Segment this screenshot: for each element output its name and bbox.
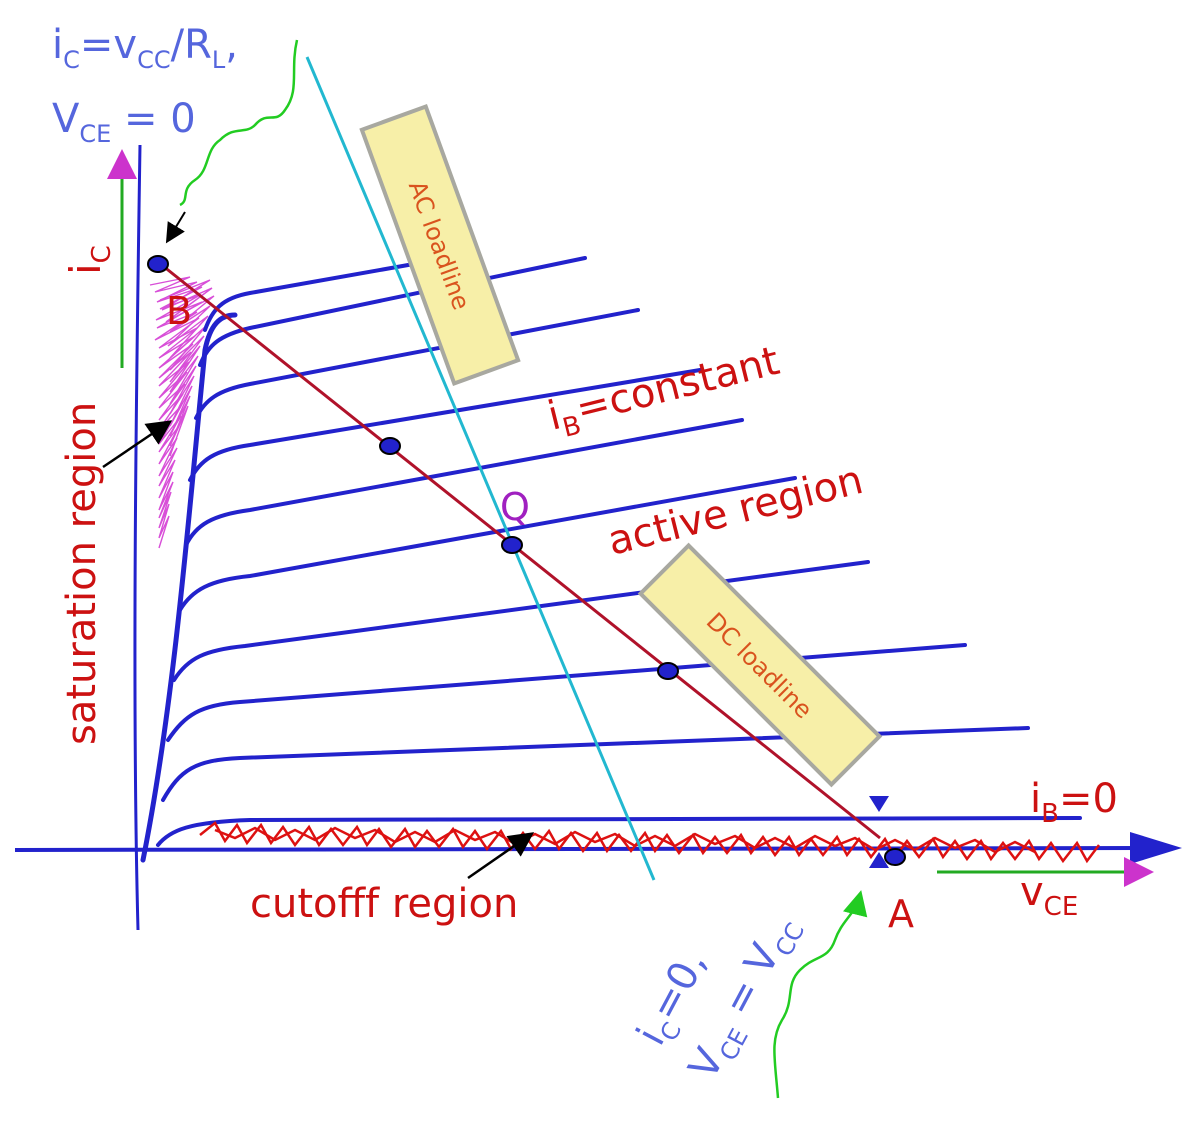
top-vcc-sub: CC bbox=[137, 46, 171, 74]
top-vce-v: V bbox=[52, 96, 80, 142]
ib-curve-2 bbox=[161, 726, 1030, 802]
bottom-cutoff-condition-label: iC=0, VCE = VCC bbox=[628, 918, 810, 1086]
top-pointer-squiggle bbox=[179, 39, 299, 207]
cutoff-scribble bbox=[199, 821, 1100, 864]
vcc-tick-markers bbox=[869, 796, 889, 868]
point-upper-marker bbox=[379, 437, 401, 455]
point-B-marker bbox=[147, 255, 169, 273]
point-Q-label: Q bbox=[500, 485, 530, 529]
top-vce-sub: CE bbox=[79, 120, 111, 148]
dc-loadline-label-box: DC loadline bbox=[637, 542, 883, 788]
top-saturation-condition-label: iC=vCC/RL, VCE = 0 bbox=[52, 22, 238, 148]
svg-text:VCE = 0: VCE = 0 bbox=[52, 96, 196, 148]
saturation-region-label: saturation region bbox=[59, 402, 105, 745]
top-comma: , bbox=[225, 22, 238, 68]
ib-curve-6 bbox=[184, 418, 744, 547]
ib-curve-9 bbox=[198, 256, 587, 367]
ib-curve-1 bbox=[156, 816, 1082, 847]
saturation-scribble bbox=[149, 276, 215, 549]
point-A-label: A bbox=[888, 892, 914, 936]
ib-curve-3 bbox=[166, 643, 967, 742]
point-B-label: B bbox=[166, 289, 192, 333]
vce-axis-label: vCE bbox=[1020, 869, 1078, 922]
saturation-edge bbox=[140, 312, 238, 863]
active-region-label: active region bbox=[603, 457, 867, 565]
operating-points bbox=[147, 255, 906, 866]
x-axis-arrowhead bbox=[1130, 832, 1182, 864]
point-Q-marker bbox=[501, 536, 523, 554]
cutoff-pointer-arrow bbox=[467, 832, 535, 880]
top-ic-eq: =v bbox=[80, 22, 137, 68]
ib-curves bbox=[140, 256, 1082, 863]
top-ic-i: i bbox=[52, 22, 63, 68]
ib-curve-10 bbox=[203, 260, 427, 332]
svg-text:iC=vCC/RL,: iC=vCC/RL, bbox=[52, 22, 238, 74]
ib-curve-4 bbox=[172, 560, 870, 682]
ic-axis-label: iC bbox=[61, 245, 117, 275]
saturation-pointer-arrow bbox=[102, 420, 173, 469]
top-rl-sub: L bbox=[212, 46, 226, 74]
ib-zero-label: iB=0 bbox=[1030, 776, 1118, 829]
ib-constant-label: iB=constant bbox=[543, 338, 785, 447]
top-rl: /R bbox=[171, 22, 212, 68]
top-vce-eq: = 0 bbox=[111, 96, 195, 142]
cutoff-region-label: cutofff region bbox=[250, 881, 518, 927]
ib-curve-5 bbox=[178, 476, 797, 612]
bottom-pointer-squiggle bbox=[773, 890, 868, 1099]
ac-loadline bbox=[305, 56, 656, 881]
top-pointer-arrow bbox=[165, 211, 186, 244]
svg-text:iC=0,: iC=0, bbox=[628, 943, 721, 1055]
top-ic-sub: C bbox=[63, 46, 80, 74]
y-axis bbox=[133, 144, 142, 931]
point-A-marker bbox=[884, 848, 906, 866]
point-lower-marker bbox=[657, 662, 679, 680]
